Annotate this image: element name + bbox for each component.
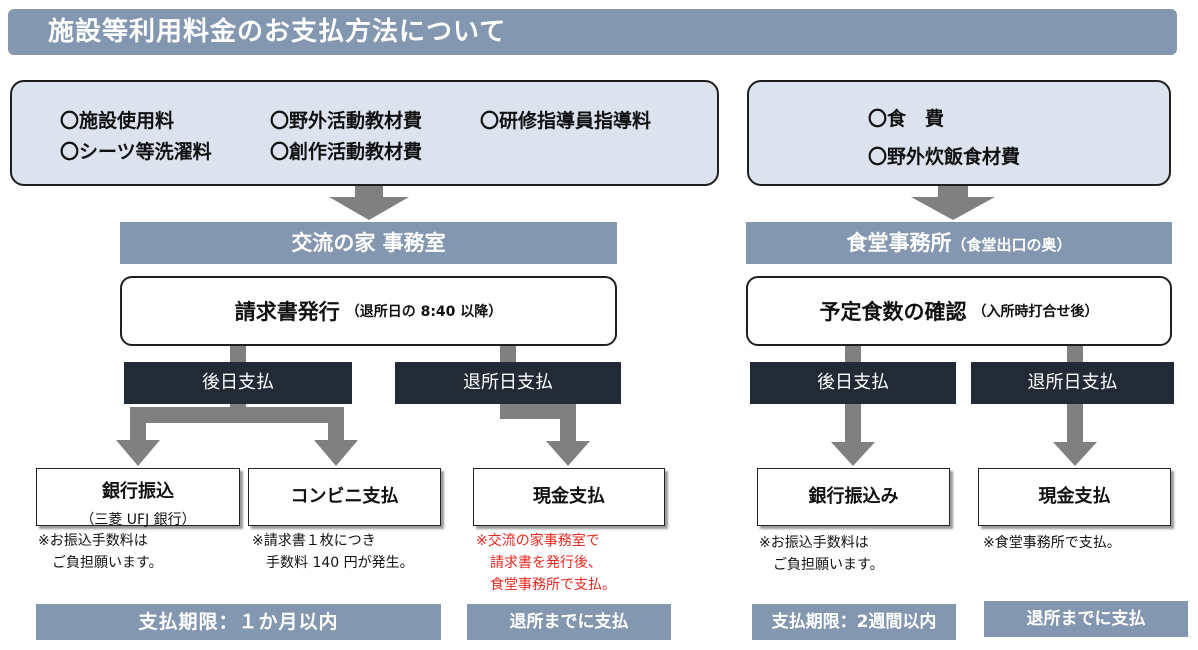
method-subtitle: （三菱 UFJ 銀行） [80,512,196,528]
branch-left-later: 後日支払 [124,362,352,404]
process-right-sub: （入所時打合せ後） [972,304,1099,320]
deadline-left-later: 支払期限：１か月以内 [36,604,441,640]
process-right-main: 予定食数の確認 [819,300,967,324]
method-title: コンビニ支払 [290,486,399,507]
deadline-right-later: 支払期限：2週間以内 [752,604,956,640]
method-bank-left: 銀行振込 （三菱 UFJ 銀行） [36,468,240,528]
fee-box-right [747,80,1171,186]
method-cash-left: 現金支払 [473,468,665,526]
fee-item: 〇食 費 [868,108,945,130]
note-bank-right: ※お振込手数料は ご負担願います。 [759,535,884,573]
method-cash-right: 現金支払 [978,468,1171,526]
fee-item: 〇研修指導員指導料 [480,110,652,132]
method-title: 銀行振込み [808,486,899,507]
note-convenience: ※請求書１枚につき 手数料 140 円が発生。 [252,533,414,571]
arrow-right-top [911,186,995,220]
branch-left-cash: 退所日支払 [395,362,621,404]
note-cash-right: ※食堂事務所で支払。 [983,535,1121,551]
branch-right-cash: 退所日支払 [971,362,1174,404]
method-bank-right: 銀行振込み [757,468,950,526]
note-bank-left: ※お振込手数料は ご負担願います。 [38,533,163,571]
process-right: 予定食数の確認 （入所時打合せ後） [746,276,1172,346]
method-title: 現金支払 [533,486,605,507]
office-right: 食堂事務所（食堂出口の奥） [746,222,1172,264]
office-right-sub: （食堂出口の奥） [951,236,1072,254]
fee-item: 〇野外炊飯食材費 [868,146,1021,168]
process-left-main: 請求書発行 [234,300,340,324]
note-cash-left: ※交流の家事務室で 請求書を発行後、 食堂事務所で支払。 [476,533,616,593]
process-left-sub: （退所日の 8:40 以降） [345,304,503,320]
fee-box-left [10,80,719,186]
method-title: 現金支払 [1038,486,1111,507]
fee-item: 〇野外活動教材費 [270,110,423,132]
arrow-left-top [329,186,409,220]
deadline-right-cash: 退所までに支払 [984,601,1188,637]
method-title: 銀行振込 [102,481,174,502]
fee-item: 〇施設使用料 [60,110,175,132]
process-left: 請求書発行 （退所日の 8:40 以降） [120,276,617,346]
office-left: 交流の家 事務室 [120,222,617,264]
page-title: 施設等利用料金のお支払方法について [8,9,1177,55]
branch-right-later: 後日支払 [750,362,956,404]
fee-item: 〇創作活動教材費 [270,141,423,163]
fee-item: 〇シーツ等洗濯料 [60,141,212,163]
method-convenience: コンビニ支払 [248,468,441,526]
office-right-main: 食堂事務所 [846,231,952,255]
deadline-left-cash: 退所までに支払 [467,604,671,640]
